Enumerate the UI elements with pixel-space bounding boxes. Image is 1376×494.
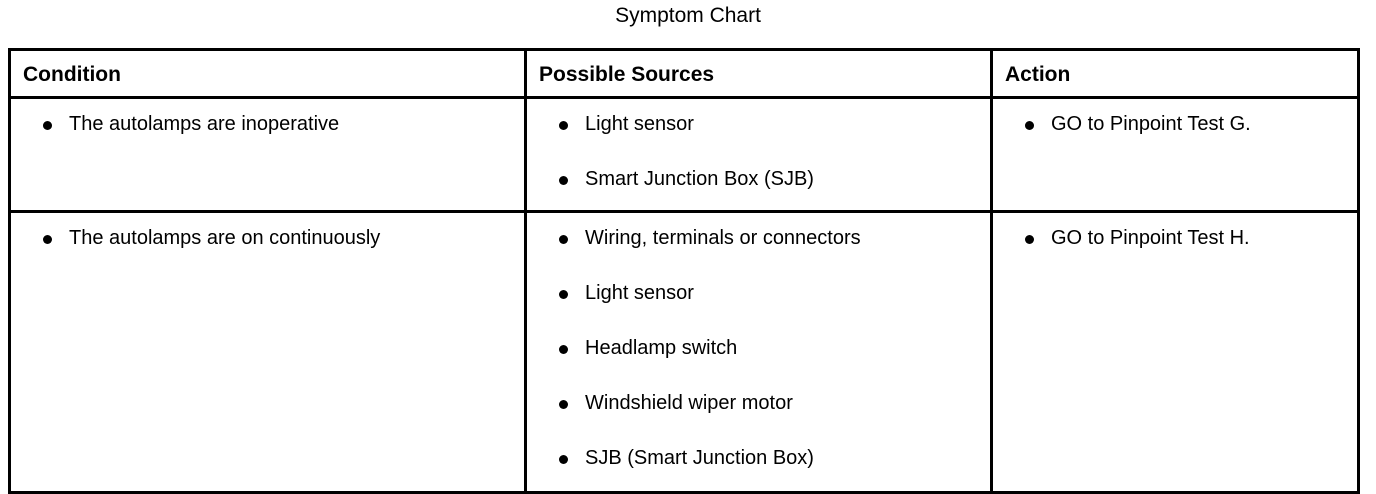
bullet-icon <box>559 400 568 409</box>
table-row: The autolamps are on continuously Wiring… <box>8 210 1360 494</box>
bullet-icon <box>559 176 568 185</box>
list-item-label: Light sensor <box>585 113 694 135</box>
condition-list-row-2: The autolamps are on continuously <box>11 213 524 271</box>
column-header-action: Action <box>990 48 1360 99</box>
bullet-icon <box>559 455 568 464</box>
bullet-icon <box>559 345 568 354</box>
column-header-action-label: Action <box>1005 63 1071 86</box>
list-item-label: Smart Junction Box (SJB) <box>585 168 814 190</box>
bullet-icon <box>559 121 568 130</box>
list-item: Light sensor <box>527 112 990 143</box>
symptom-chart-page: Symptom Chart Condition Possible Sources… <box>8 4 1360 494</box>
list-item-label: GO to Pinpoint Test H. <box>1051 227 1250 249</box>
column-header-condition: Condition <box>8 48 527 99</box>
list-item-label: The autolamps are inoperative <box>69 113 340 135</box>
list-item-label: GO to Pinpoint Test G. <box>1051 113 1251 135</box>
list-item: The autolamps are on continuously <box>11 226 524 257</box>
condition-list-row-1: The autolamps are inoperative <box>11 99 524 155</box>
column-header-possible-sources-label: Possible Sources <box>539 63 715 86</box>
list-item-label: Windshield wiper motor <box>585 392 793 414</box>
page-title: Symptom Chart <box>615 4 761 27</box>
cell-action-row-2: GO to Pinpoint Test H. <box>990 210 1360 494</box>
list-item-label: The autolamps are on continuously <box>69 227 381 249</box>
bullet-icon <box>1025 121 1034 130</box>
table-header-row: Condition Possible Sources Action <box>8 48 1360 99</box>
cell-action-row-1: GO to Pinpoint Test G. <box>990 96 1360 213</box>
action-list-row-1: GO to Pinpoint Test G. <box>993 99 1357 155</box>
list-item: Windshield wiper motor <box>527 391 990 422</box>
column-header-condition-label: Condition <box>23 63 121 86</box>
list-item: SJB (Smart Junction Box) <box>527 446 990 477</box>
list-item-label: SJB (Smart Junction Box) <box>585 447 814 469</box>
bullet-icon <box>43 235 52 244</box>
bullet-icon <box>43 121 52 130</box>
cell-condition-row-1: The autolamps are inoperative <box>8 96 527 213</box>
column-header-possible-sources: Possible Sources <box>524 48 993 99</box>
possible-sources-list-row-2: Wiring, terminals or connectors Light se… <box>527 213 990 491</box>
table-row: The autolamps are inoperative Light sens… <box>8 96 1360 213</box>
bullet-icon <box>559 235 568 244</box>
list-item-label: Headlamp switch <box>585 337 738 359</box>
list-item: Headlamp switch <box>527 336 990 367</box>
cell-possible-sources-row-1: Light sensor Smart Junction Box (SJB) <box>524 96 993 213</box>
bullet-icon <box>1025 235 1034 244</box>
cell-possible-sources-row-2: Wiring, terminals or connectors Light se… <box>524 210 993 494</box>
list-item: GO to Pinpoint Test G. <box>993 112 1357 143</box>
list-item-label: Light sensor <box>585 282 694 304</box>
cell-condition-row-2: The autolamps are on continuously <box>8 210 527 494</box>
list-item: Wiring, terminals or connectors <box>527 226 990 257</box>
list-item: GO to Pinpoint Test H. <box>993 226 1357 257</box>
list-item-label: Wiring, terminals or connectors <box>585 227 861 249</box>
list-item: Light sensor <box>527 281 990 312</box>
bullet-icon <box>559 290 568 299</box>
symptom-chart-table: Condition Possible Sources Action The au… <box>8 48 1360 494</box>
list-item: Smart Junction Box (SJB) <box>527 167 990 198</box>
possible-sources-list-row-1: Light sensor Smart Junction Box (SJB) <box>527 99 990 210</box>
action-list-row-2: GO to Pinpoint Test H. <box>993 213 1357 271</box>
list-item: The autolamps are inoperative <box>11 112 524 143</box>
